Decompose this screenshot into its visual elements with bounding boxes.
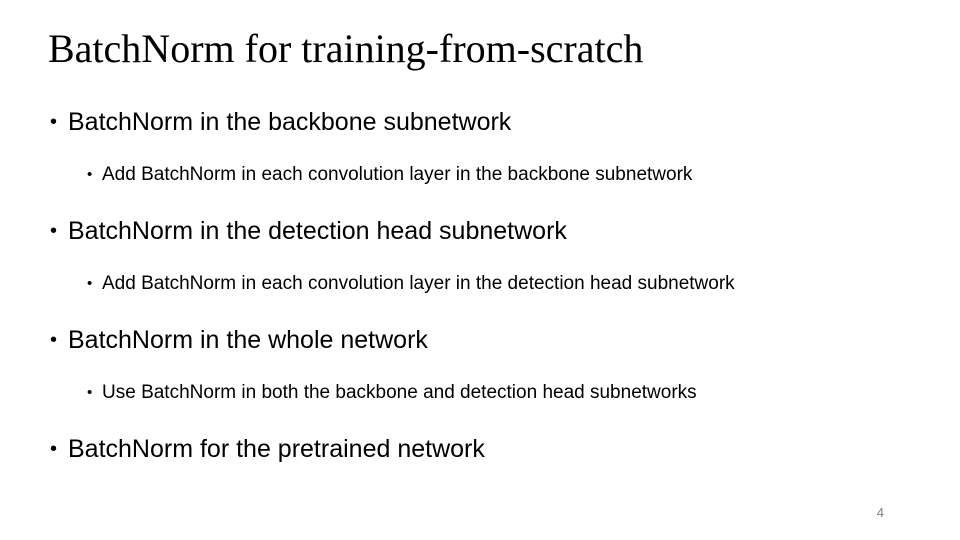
bullet-icon: • xyxy=(50,329,58,351)
bullet-icon: • xyxy=(50,220,58,242)
bullet-item: • Add BatchNorm in each convolution laye… xyxy=(0,164,960,186)
bullet-text: Add BatchNorm in each convolution layer … xyxy=(102,273,735,294)
bullet-text: BatchNorm for the pretrained network xyxy=(68,435,485,463)
bullet-list: • BatchNorm in the backbone subnetwork •… xyxy=(0,108,960,463)
bullet-icon: • xyxy=(87,166,93,183)
bullet-text: BatchNorm in the detection head subnetwo… xyxy=(68,217,567,245)
bullet-item: • Add BatchNorm in each convolution laye… xyxy=(0,273,960,295)
bullet-icon: • xyxy=(50,438,58,460)
page-number: 4 xyxy=(876,505,884,520)
bullet-text: Add BatchNorm in each convolution layer … xyxy=(102,164,693,185)
bullet-icon: • xyxy=(50,111,58,133)
bullet-text: BatchNorm in the whole network xyxy=(68,326,428,354)
bullet-item: • BatchNorm in the backbone subnetwork xyxy=(0,108,960,136)
bullet-icon: • xyxy=(87,384,93,401)
bullet-item: • Use BatchNorm in both the backbone and… xyxy=(0,382,960,404)
bullet-item: • BatchNorm for the pretrained network xyxy=(0,435,960,463)
bullet-item: • BatchNorm in the detection head subnet… xyxy=(0,217,960,245)
bullet-item: • BatchNorm in the whole network xyxy=(0,326,960,354)
bullet-icon: • xyxy=(87,275,93,292)
bullet-text: BatchNorm in the backbone subnetwork xyxy=(68,108,512,136)
slide-title: BatchNorm for training-from-scratch xyxy=(48,26,644,71)
bullet-text: Use BatchNorm in both the backbone and d… xyxy=(102,382,697,403)
